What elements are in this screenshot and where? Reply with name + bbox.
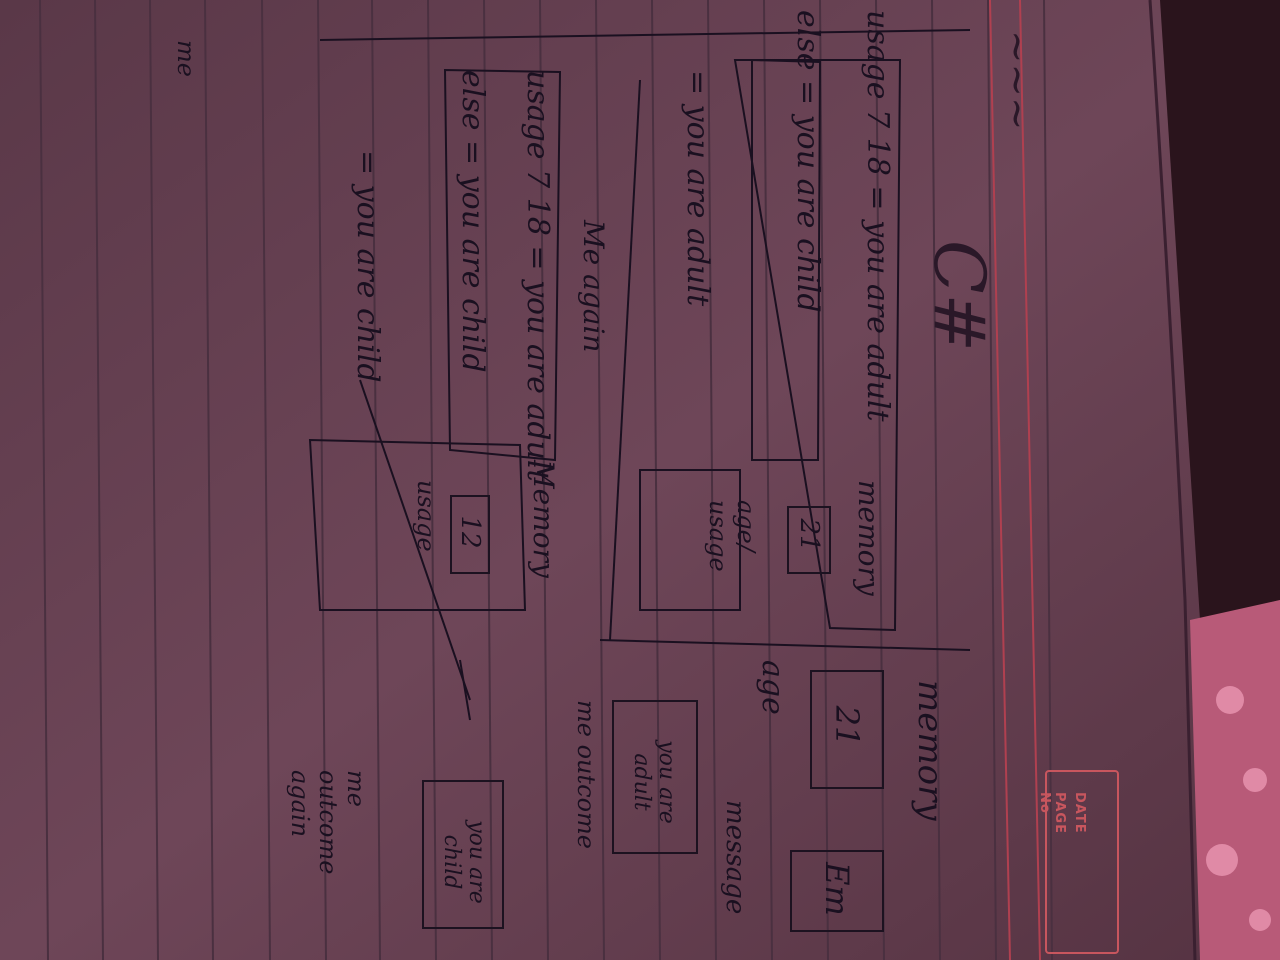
block1-memory-label: memory — [852, 480, 885, 596]
block2-code-line1: usage 7 18 = you are adult — [520, 70, 555, 482]
memory-output2-label: me outcome again — [286, 770, 370, 875]
date-stamp: DATE PAGE No — [1037, 770, 1119, 954]
page-label: PAGE No — [1037, 792, 1067, 834]
block2-who: Me again — [577, 220, 610, 353]
memory-output2-box: you are child — [422, 780, 504, 929]
block1-age-label: age/ usage — [704, 500, 760, 572]
block1-age-box: 21 — [787, 506, 831, 574]
page-title: C# — [918, 240, 1000, 353]
block2-code-line2: else = you are child — [455, 70, 490, 373]
memory-message-value: Em — [818, 862, 856, 916]
block2-age-value: 12 — [455, 515, 485, 549]
date-label: DATE — [1072, 792, 1087, 834]
block1-result: = you are adult — [680, 70, 715, 307]
page-scribble: ~~~ — [994, 30, 1040, 131]
memory-age-value: 21 — [828, 705, 866, 747]
memory-age-label: age — [755, 660, 790, 715]
block2-memory-label: Memory — [527, 460, 560, 578]
block1-who: me — [172, 40, 200, 77]
block2-age-box: 12 — [450, 495, 490, 574]
block2-age-label: usage — [412, 480, 440, 552]
memory-output1-value: you are adult — [629, 740, 679, 824]
memory-output2-value: you are child — [439, 820, 489, 904]
block1-code-line1: usage 7 18 = you are adult — [860, 10, 895, 422]
block2-result: = you are child — [350, 150, 385, 383]
memory-panel-title: memory — [910, 680, 950, 821]
block1-code-line2: else = you are child — [790, 10, 825, 313]
memory-output1-label: me outcome — [572, 700, 600, 849]
block1-age-value: 21 — [794, 518, 824, 552]
memory-message-box: Em — [790, 850, 884, 932]
memory-message-label: message — [720, 800, 750, 915]
memory-age-box: 21 — [810, 670, 884, 789]
memory-output1-box: you are adult — [612, 700, 698, 854]
